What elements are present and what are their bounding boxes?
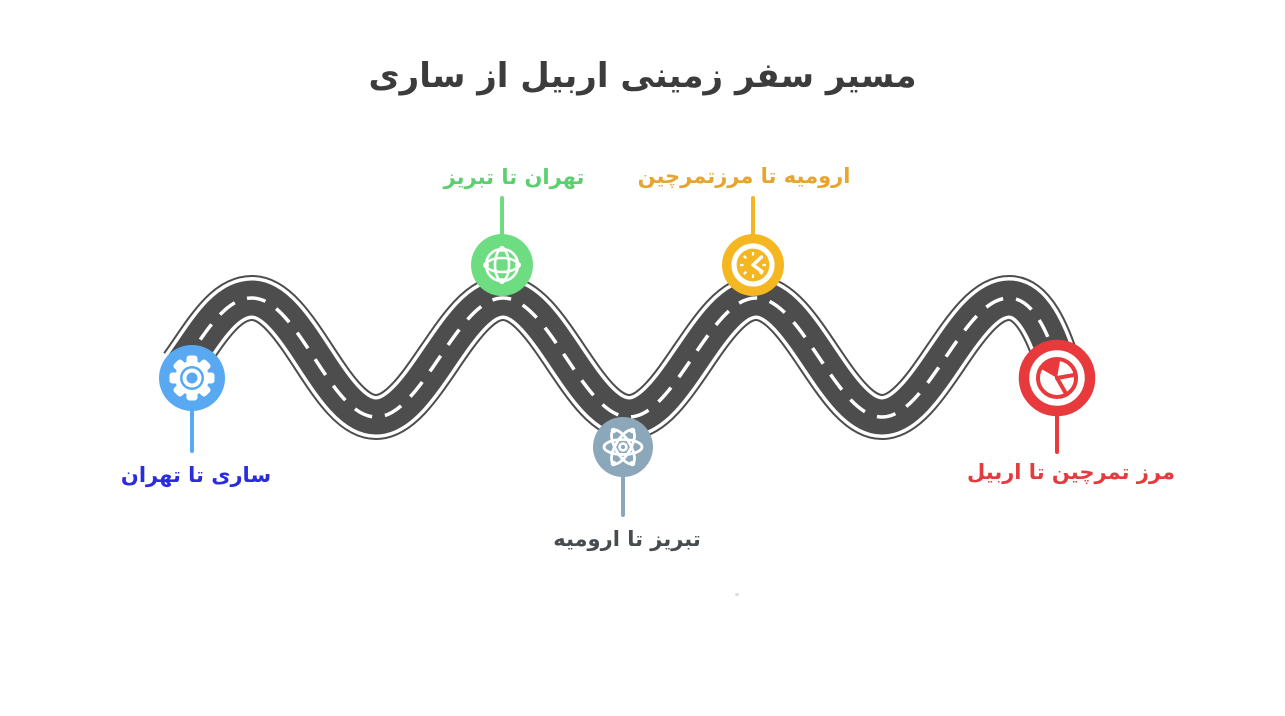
clock-icon — [722, 234, 784, 296]
milestone-stem — [751, 196, 755, 236]
atom-electrons — [610, 427, 636, 467]
milestone-label: تهران تا تبریز — [443, 165, 585, 189]
globe-icon — [471, 234, 533, 296]
milestone-label: تبریز تا ارومیه — [553, 527, 701, 551]
stray-dot — [735, 593, 739, 596]
pie-slice-lines — [1055, 372, 1078, 397]
pie-chart-icon — [1018, 339, 1096, 417]
globe-nodes — [483, 246, 521, 284]
clock-hands — [751, 255, 764, 274]
road-asphalt — [167, 280, 1076, 435]
milestone-label: ارومیه تا مرزتمرچین — [637, 164, 851, 188]
milestone-stem — [1055, 408, 1059, 454]
atom-icon — [593, 417, 653, 477]
pie-outline — [1036, 357, 1078, 399]
milestone-stem — [190, 408, 194, 453]
page-title: مسیر سفر زمینی اربیل از ساری — [368, 56, 917, 96]
milestone-label: ساری تا تهران — [120, 463, 272, 487]
milestone-label: مرز تمرچین تا اربیل — [967, 460, 1175, 484]
pie-wedge — [1040, 359, 1061, 378]
gear-icon — [159, 345, 225, 411]
milestone-stem — [621, 475, 625, 517]
clock-ring — [731, 243, 775, 287]
milestone-stem — [500, 196, 504, 236]
